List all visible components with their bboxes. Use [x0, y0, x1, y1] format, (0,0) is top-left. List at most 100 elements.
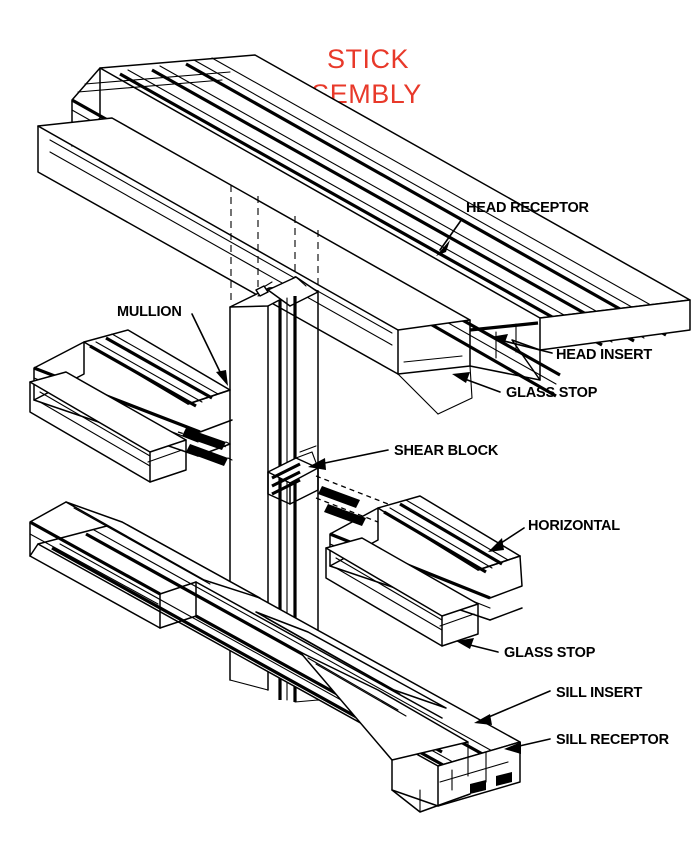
mullion-top-boss	[255, 285, 269, 297]
arrowhead-sill-insert	[474, 714, 492, 725]
sill-receptor-end-cap	[437, 741, 521, 807]
callout-shear-block: SHEAR BLOCK	[308, 443, 499, 470]
head-receptor-groove-3	[185, 62, 667, 337]
head-glass-stop-inner-2	[49, 151, 393, 346]
horizontal-right-gs-cap	[441, 603, 479, 647]
sill-receptor-end-inner	[439, 761, 509, 783]
head-receptor-groove-3b	[193, 59, 677, 333]
shear-block-tab	[295, 451, 319, 469]
sill-insert-left-bar	[65, 501, 261, 599]
mullion-top-step-3	[295, 276, 307, 287]
arrowhead-horizontal	[488, 538, 504, 552]
sill-assembly-part	[29, 501, 521, 813]
leader-head-receptor	[439, 218, 463, 251]
horizontal-left-groove-1	[89, 344, 197, 408]
callout-sill-receptor: SILL RECEPTOR	[504, 732, 670, 754]
head-glass-stop-lip	[403, 355, 463, 363]
arrowhead-shear-block	[308, 458, 326, 470]
sill-left-end-cap	[29, 501, 67, 557]
sill-left-front-top	[29, 520, 161, 596]
sill-left-step-top	[159, 581, 197, 595]
sill-receptor-base	[391, 789, 471, 813]
arrowhead-head-insert	[490, 334, 508, 345]
leader-sill-insert	[483, 690, 551, 720]
leader-glass-stop-lower	[465, 643, 499, 653]
label-sill-insert: SILL INSERT	[556, 685, 642, 701]
head-receptor-groove-2	[151, 68, 635, 343]
callout-head-insert: HEAD INSERT	[490, 334, 653, 363]
head-receptor-groove-1b	[127, 69, 613, 343]
callout-glass-stop-lower: GLASS STOP	[456, 638, 596, 661]
head-insert-notch	[511, 339, 541, 381]
head-glass-stop-tail-2	[437, 365, 473, 415]
horizontal-left-groove-1b	[95, 341, 203, 403]
fastener-tip-2	[227, 457, 233, 461]
sill-anchor-clip-2	[496, 772, 512, 786]
shear-block-front	[267, 471, 291, 505]
left-fasteners	[177, 428, 233, 466]
head-insert-part	[469, 299, 691, 381]
sill-front-edge-2	[195, 581, 443, 719]
leader-shear-block	[319, 449, 389, 465]
horizontal-right-groove-2	[399, 502, 503, 566]
horizontal-right-end-1	[477, 555, 521, 571]
label-head-insert: HEAD INSERT	[556, 347, 652, 363]
horizontal-right-glass-stop-face	[325, 547, 443, 647]
horizontal-right-end-2	[489, 555, 523, 599]
label-shear-block: SHEAR BLOCK	[394, 443, 499, 459]
title-line-1: STICK	[327, 44, 409, 74]
horizontal-right-gs-line-1	[335, 557, 443, 621]
arrowhead-glass-stop-upper	[452, 372, 470, 383]
arrowhead-sill-receptor	[504, 742, 521, 754]
head-receptor-groove-1	[119, 72, 603, 347]
fastener-axis-3	[315, 497, 379, 523]
fastener-screw-3	[318, 486, 360, 508]
sill-upper-narrow-bar-line	[265, 617, 401, 695]
head-glass-stop-inner-1	[49, 139, 393, 334]
callout-glass-stop-upper: GLASS STOP	[452, 372, 598, 401]
leader-mullion	[191, 313, 223, 377]
horizontal-right-gs-lip	[439, 613, 475, 627]
horizontal-left-right-edge	[187, 389, 231, 405]
callout-mullion: MULLION	[117, 304, 228, 386]
sill-groove-2b	[93, 529, 495, 753]
label-sill-receptor: SILL RECEPTOR	[556, 732, 670, 748]
sill-left-front-bot	[29, 555, 161, 629]
head-insert-top-face	[539, 299, 691, 351]
mullion-base-edge-2	[294, 699, 319, 703]
arrowhead-mullion	[216, 370, 228, 386]
horizontal-right-groove-1	[383, 510, 487, 574]
head-receptor-cap-edge-1	[84, 71, 231, 85]
label-head-receptor: HEAD RECEPTOR	[466, 200, 590, 216]
callout-horizontal: HORIZONTAL	[488, 518, 621, 552]
construction-lines-upper	[230, 185, 319, 305]
head-receptor-cap-edge-2	[77, 79, 223, 93]
head-glass-stop-tail	[397, 373, 439, 415]
sill-insert-block-line-2	[315, 663, 407, 717]
sill-anchor-clip-1	[470, 780, 486, 794]
horizontal-left-right-edge-2	[199, 419, 233, 433]
shear-block-rib-2	[271, 470, 301, 488]
mullion-base-edge-1	[229, 679, 269, 691]
label-glass-stop-upper: GLASS STOP	[506, 385, 598, 401]
callouts-group: HEAD RECEPTOR HEAD INSERT GLASS STOP MUL…	[117, 200, 670, 754]
horizontal-left-gs-line-2	[39, 401, 151, 467]
horizontal-left-gs-lip	[147, 449, 183, 463]
label-horizontal: HORIZONTAL	[528, 518, 620, 534]
callout-head-receptor: HEAD RECEPTOR	[436, 200, 590, 256]
leader-head-insert	[499, 339, 553, 354]
shear-block-rib-1	[271, 462, 301, 480]
horizontal-left-part	[29, 329, 233, 483]
horizontal-left-groove-2	[105, 336, 213, 400]
arrowhead-glass-stop-lower	[456, 638, 474, 649]
shear-block-part	[267, 445, 319, 505]
shear-block-tab-edge	[299, 445, 317, 453]
horizontal-left-gs-cap	[149, 439, 187, 483]
label-glass-stop-lower: GLASS STOP	[504, 645, 596, 661]
sill-insert-block-line-1	[307, 657, 399, 711]
head-insert-edge	[469, 321, 539, 332]
callout-sill-insert: SILL INSERT	[474, 685, 643, 725]
fastener-screw-1	[182, 428, 226, 450]
label-mullion: MULLION	[117, 304, 182, 320]
